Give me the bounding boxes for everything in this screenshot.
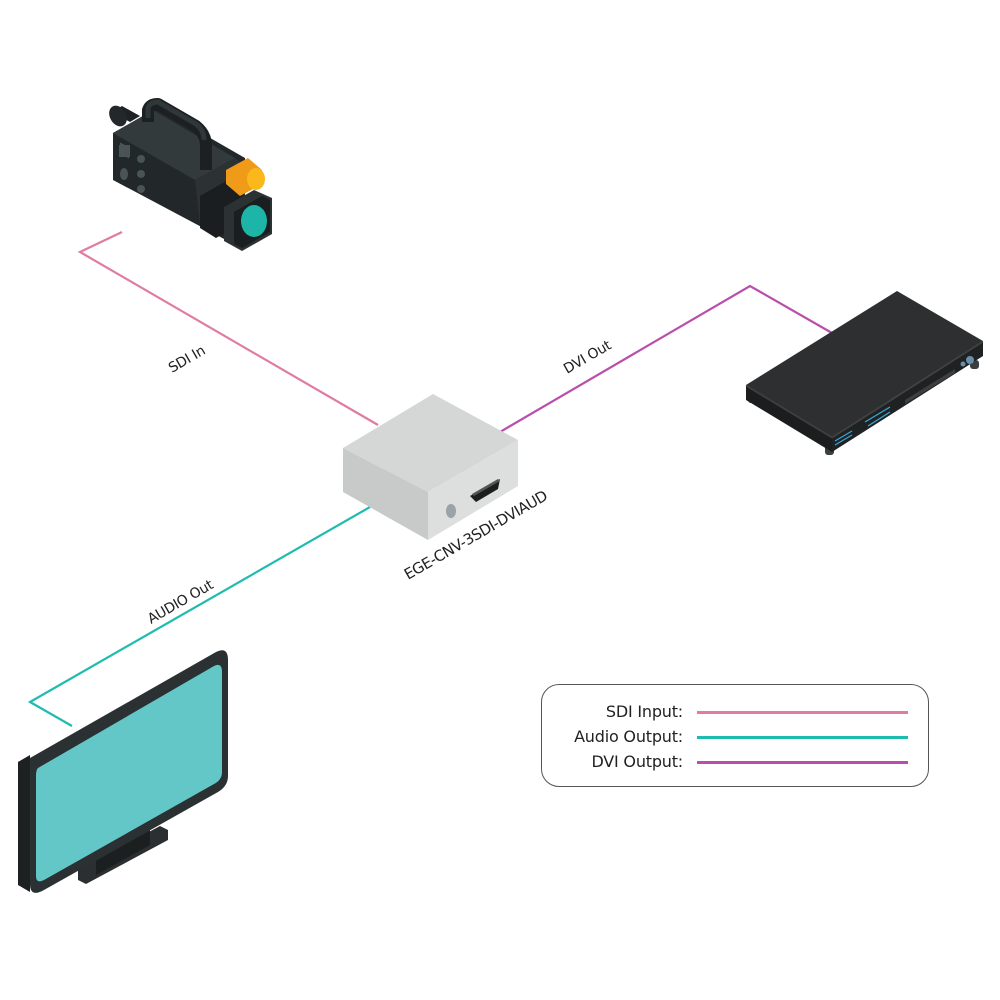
legend-item-audio-output: Audio Output: xyxy=(542,725,928,749)
legend-line-sdi xyxy=(697,711,908,714)
sdi-cable xyxy=(77,231,379,426)
camera-lens xyxy=(241,205,267,237)
legend: SDI Input: Audio Output: DVI Output: xyxy=(541,684,929,787)
legend-line-dvi xyxy=(697,761,908,764)
dvi-cable xyxy=(499,284,833,433)
display-monitor-icon xyxy=(18,650,228,893)
media-player-icon xyxy=(745,291,984,455)
legend-item-dvi-output: DVI Output: xyxy=(542,750,928,774)
legend-item-sdi-input: SDI Input: xyxy=(542,700,928,724)
audio-cable xyxy=(27,506,371,727)
legend-label: SDI Input: xyxy=(605,702,683,721)
sdi-in-label: SDI In xyxy=(166,343,208,377)
video-camera-icon xyxy=(109,98,272,251)
converter-box-icon xyxy=(343,394,518,540)
legend-label: DVI Output: xyxy=(591,752,683,771)
dvi-out-label: DVI Out xyxy=(561,337,615,377)
legend-line-audio xyxy=(697,736,908,739)
monitor-screen xyxy=(36,664,222,882)
legend-label: Audio Output: xyxy=(574,727,683,746)
status-led xyxy=(446,504,456,518)
